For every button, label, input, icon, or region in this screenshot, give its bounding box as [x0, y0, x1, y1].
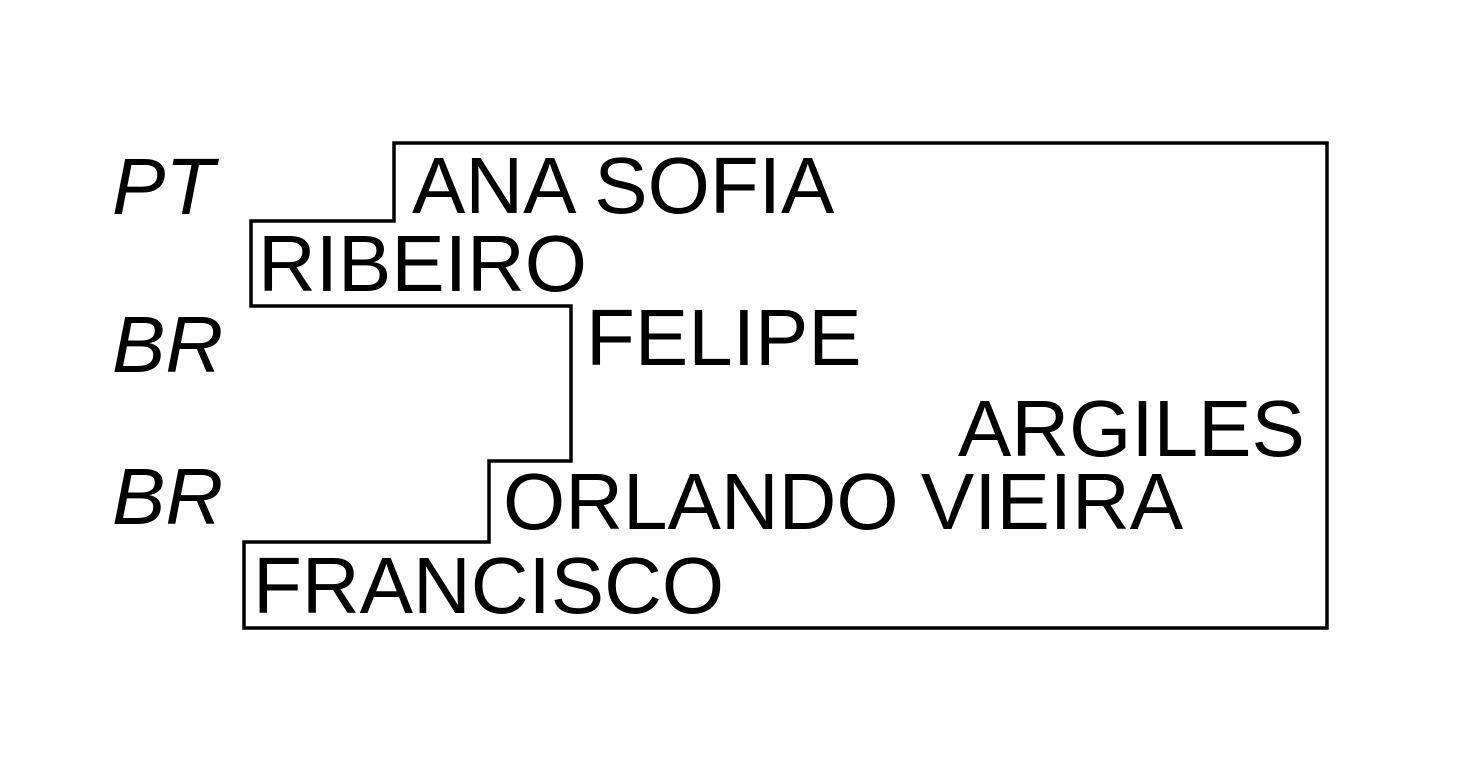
outline-polygon: [242, 141, 1329, 630]
name-line-ana-sofia: ANA SOFIA: [412, 141, 835, 230]
country-label-br-2: BR: [112, 452, 224, 541]
country-label-br-1: BR: [112, 300, 224, 389]
name-line-ribeiro: RIBEIRO: [258, 219, 587, 308]
name-line-francisco: FRANCISCO: [253, 541, 725, 630]
name-line-orlando-vieira: ORLANDO VIEIRA: [503, 457, 1184, 546]
name-line-argiles: ARGILES: [958, 384, 1305, 473]
country-label-pt: PT: [112, 142, 215, 231]
name-line-felipe: FELIPE: [586, 293, 862, 382]
